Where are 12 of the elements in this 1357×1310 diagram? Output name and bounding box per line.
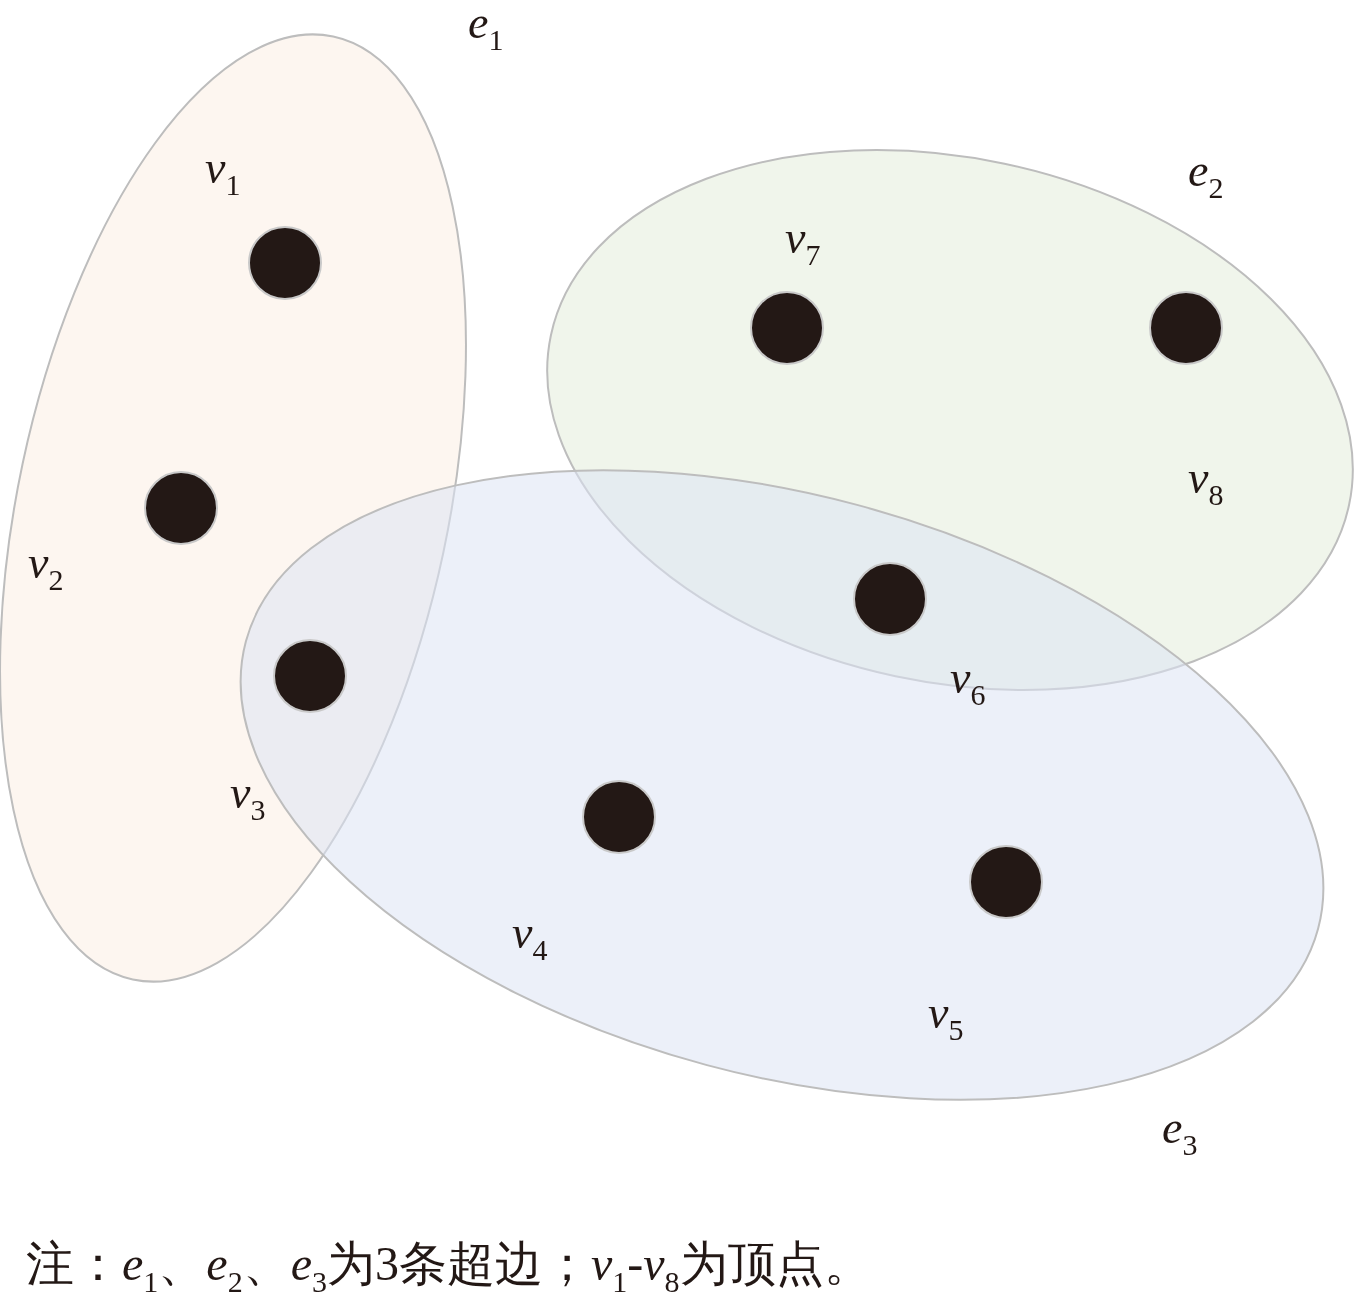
vertex-label: v$_{8}$: [1188, 455, 1224, 510]
vertex-label: v$_{4}$: [512, 910, 548, 965]
hyperedge-label: e$_{1}$: [468, 0, 504, 55]
hyperedge-label: e$_{3}$: [1162, 1105, 1198, 1160]
vertex-label: v$_{2}$: [28, 540, 64, 595]
vertex-label: v$_{6}$: [950, 655, 986, 710]
vertex-label: v$_{1}$: [205, 145, 241, 200]
hyperedge-label: e$_{2}$: [1188, 148, 1224, 203]
vertex-label: v$_{3}$: [230, 770, 266, 825]
caption: 注：e$_{1}$、e$_{2}$、e$_{3}$为3条超边；v$_{1}$-v$_{8}$为顶点。: [26, 1236, 872, 1299]
vertex-label: v$_{5}$: [928, 990, 964, 1045]
vertex-label: v$_{7}$: [785, 215, 821, 270]
